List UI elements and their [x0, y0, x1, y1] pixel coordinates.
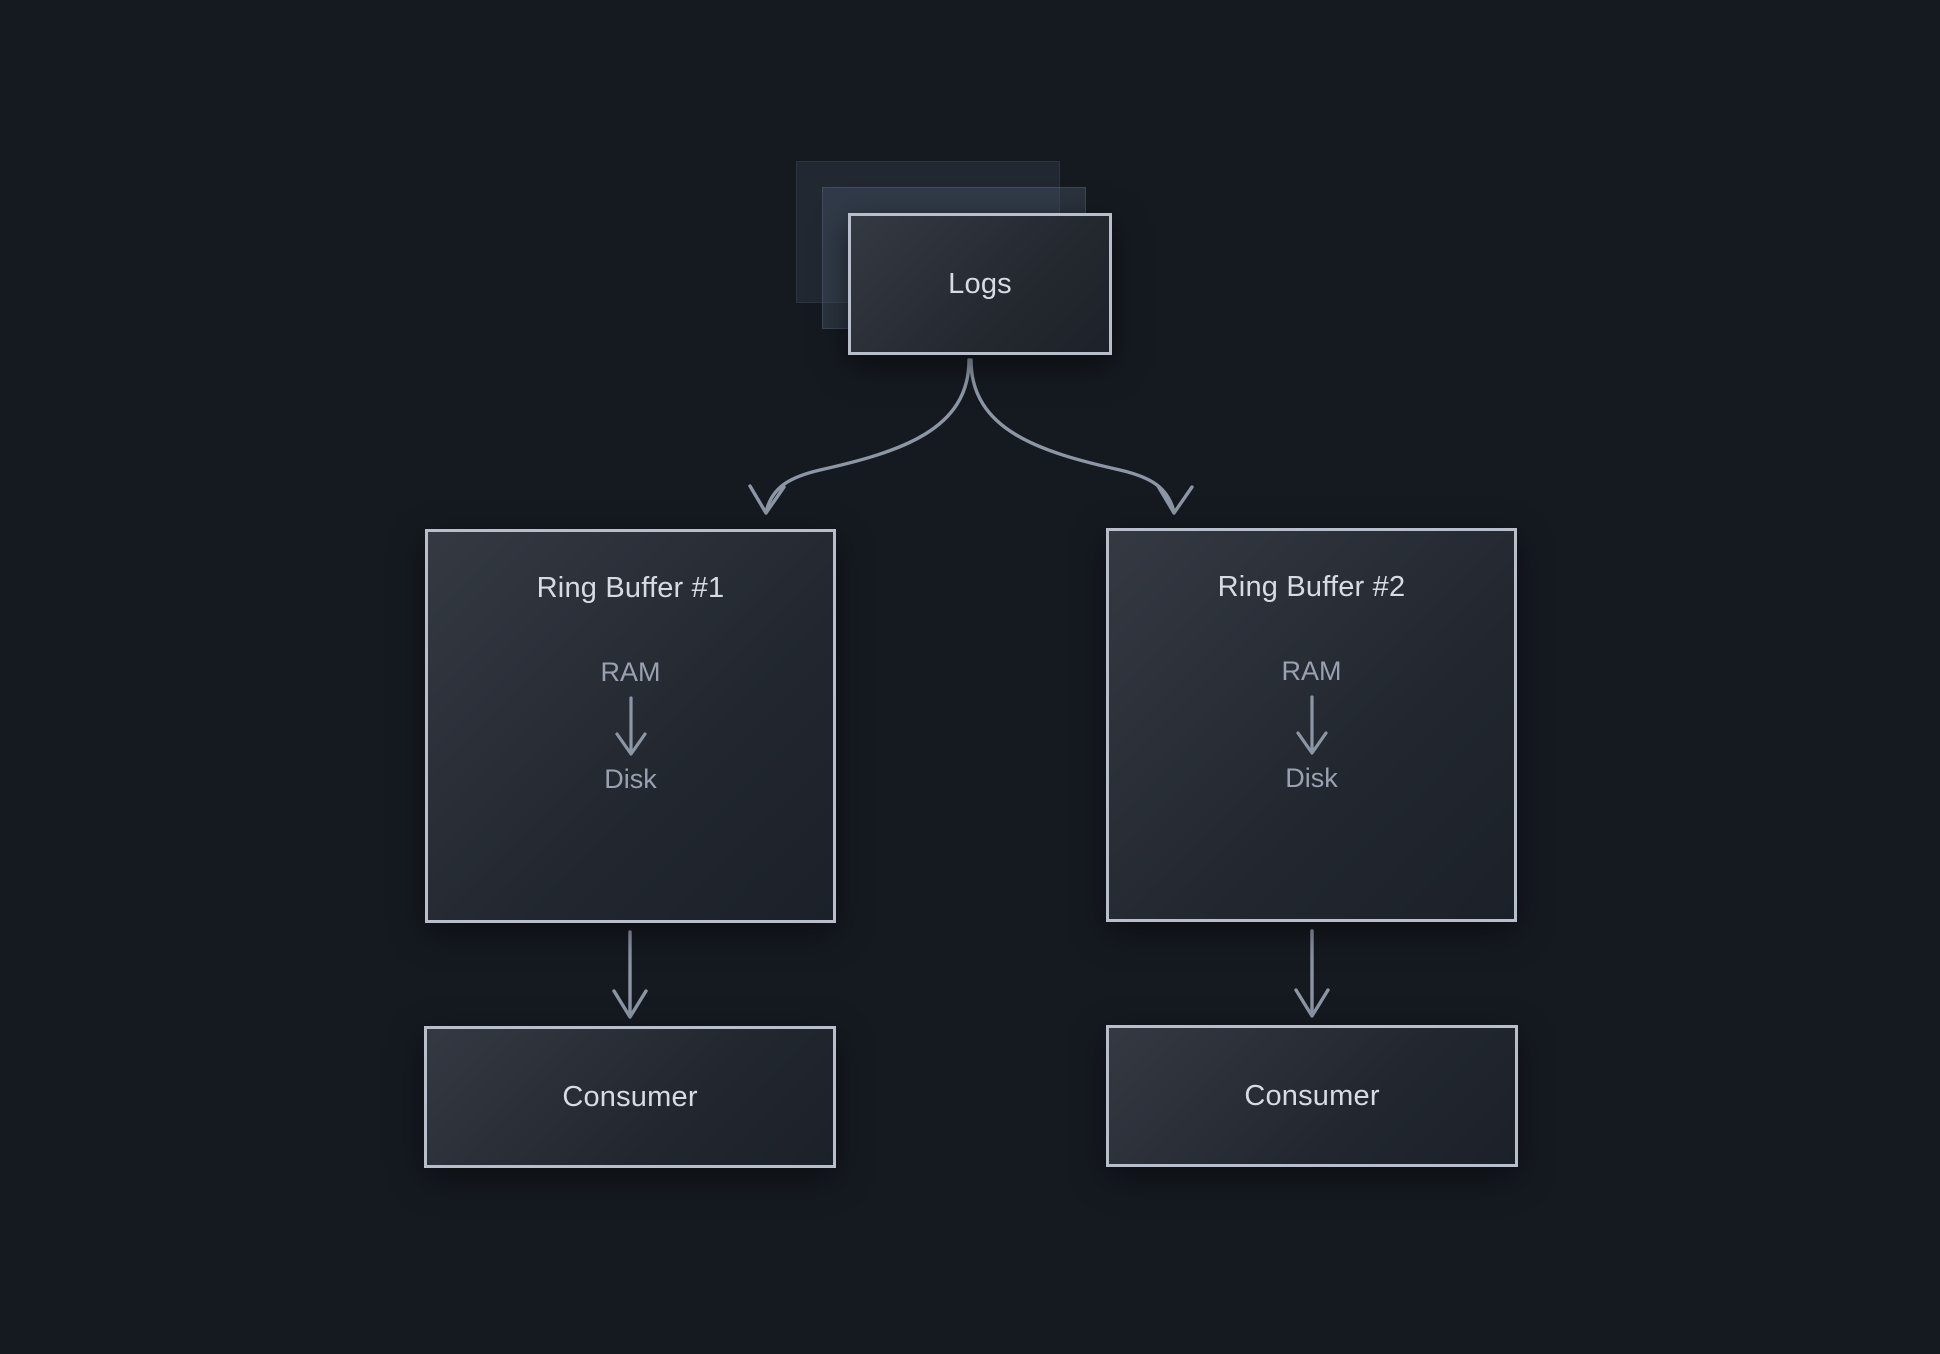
ring-buffer-2-tier-disk: Disk — [1285, 763, 1338, 793]
arrowhead-open-v — [748, 484, 786, 515]
ring-buffer-2-title: Ring Buffer #2 — [1217, 571, 1406, 603]
logs-label: Logs — [948, 267, 1012, 300]
edge-logs-to-ring-buffer-1 — [748, 358, 971, 515]
edge-ring-buffer-2-to-consumer — [1294, 929, 1330, 1018]
ring-buffer-2-tiers: RAM Disk — [1282, 656, 1342, 794]
ring-buffer-2-node[interactable]: Ring Buffer #2 RAM Disk — [1106, 528, 1517, 922]
ring-buffer-1-tiers: RAM Disk — [601, 657, 661, 795]
arrowhead-open-v — [612, 989, 648, 1019]
logs-node[interactable]: Logs — [848, 213, 1112, 355]
ring-buffer-1-tier-ram: RAM — [600, 657, 661, 687]
consumer-2-label: Consumer — [1244, 1079, 1380, 1112]
down-arrow-icon — [614, 696, 647, 756]
consumer-1-label: Consumer — [562, 1080, 698, 1113]
down-arrow-icon — [1295, 695, 1328, 755]
consumer-2-node[interactable]: Consumer — [1106, 1025, 1518, 1167]
arrowhead-open-v — [1156, 484, 1194, 515]
arrowhead-open-v — [1294, 988, 1330, 1018]
ring-buffer-2-tier-ram: RAM — [1281, 656, 1342, 686]
edge-logs-to-ring-buffer-2 — [969, 358, 1194, 515]
ring-buffer-1-tier-disk: Disk — [604, 764, 657, 794]
consumer-1-node[interactable]: Consumer — [424, 1026, 836, 1168]
logs-node-stack[interactable]: Logs — [796, 161, 1116, 359]
ring-buffer-1-title: Ring Buffer #1 — [536, 572, 725, 604]
edge-ring-buffer-1-to-consumer — [612, 930, 648, 1019]
ring-buffer-1-node[interactable]: Ring Buffer #1 RAM Disk — [425, 529, 836, 923]
